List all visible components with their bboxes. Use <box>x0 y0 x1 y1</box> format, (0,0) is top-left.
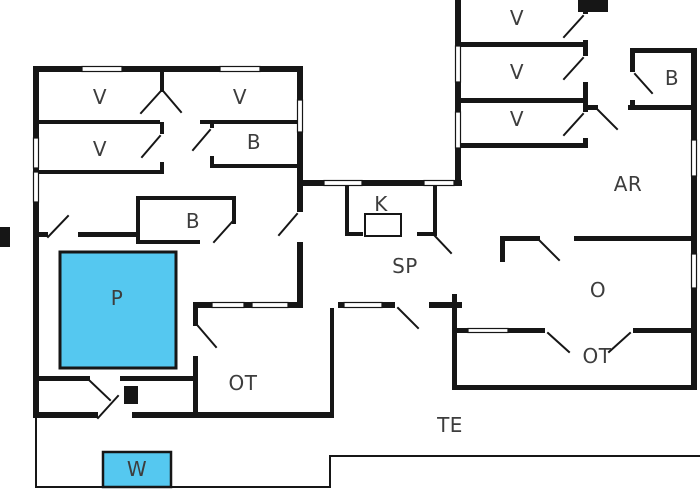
whirlpool <box>101 450 173 489</box>
room-label-v-right-1: V <box>510 6 524 30</box>
room-label-v-right-2: V <box>510 60 524 84</box>
room-label-ot-left: OT <box>229 371 258 395</box>
room-labels: V V V B B P OT K SP V V V B AR O OT TE W <box>93 6 679 481</box>
room-label-terrace: TE <box>436 413 463 437</box>
room-label-kitchen: K <box>374 192 388 216</box>
room-label-v-left-1: V <box>93 85 107 109</box>
room-label-b-right: B <box>665 66 679 90</box>
room-label-pool: P <box>111 286 124 310</box>
room-label-whirlpool: W <box>127 457 147 481</box>
door-leaves <box>46 14 654 420</box>
windows <box>32 45 698 334</box>
room-label-v-left-2: V <box>233 85 247 109</box>
terrace-outline <box>35 418 700 488</box>
room-label-b-left-2: B <box>186 209 200 233</box>
room-label-v-right-3: V <box>510 107 524 131</box>
room-label-v-left-3: V <box>93 137 107 161</box>
room-label-b-left-1: B <box>247 130 261 154</box>
door-openings <box>48 14 635 418</box>
swimming-pool <box>58 250 178 370</box>
room-label-o: O <box>590 278 606 302</box>
room-label-living: SP <box>392 254 418 278</box>
room-label-ar: AR <box>614 172 643 196</box>
room-label-ot-right: OT <box>583 344 612 368</box>
kitchen-counter <box>364 213 402 237</box>
